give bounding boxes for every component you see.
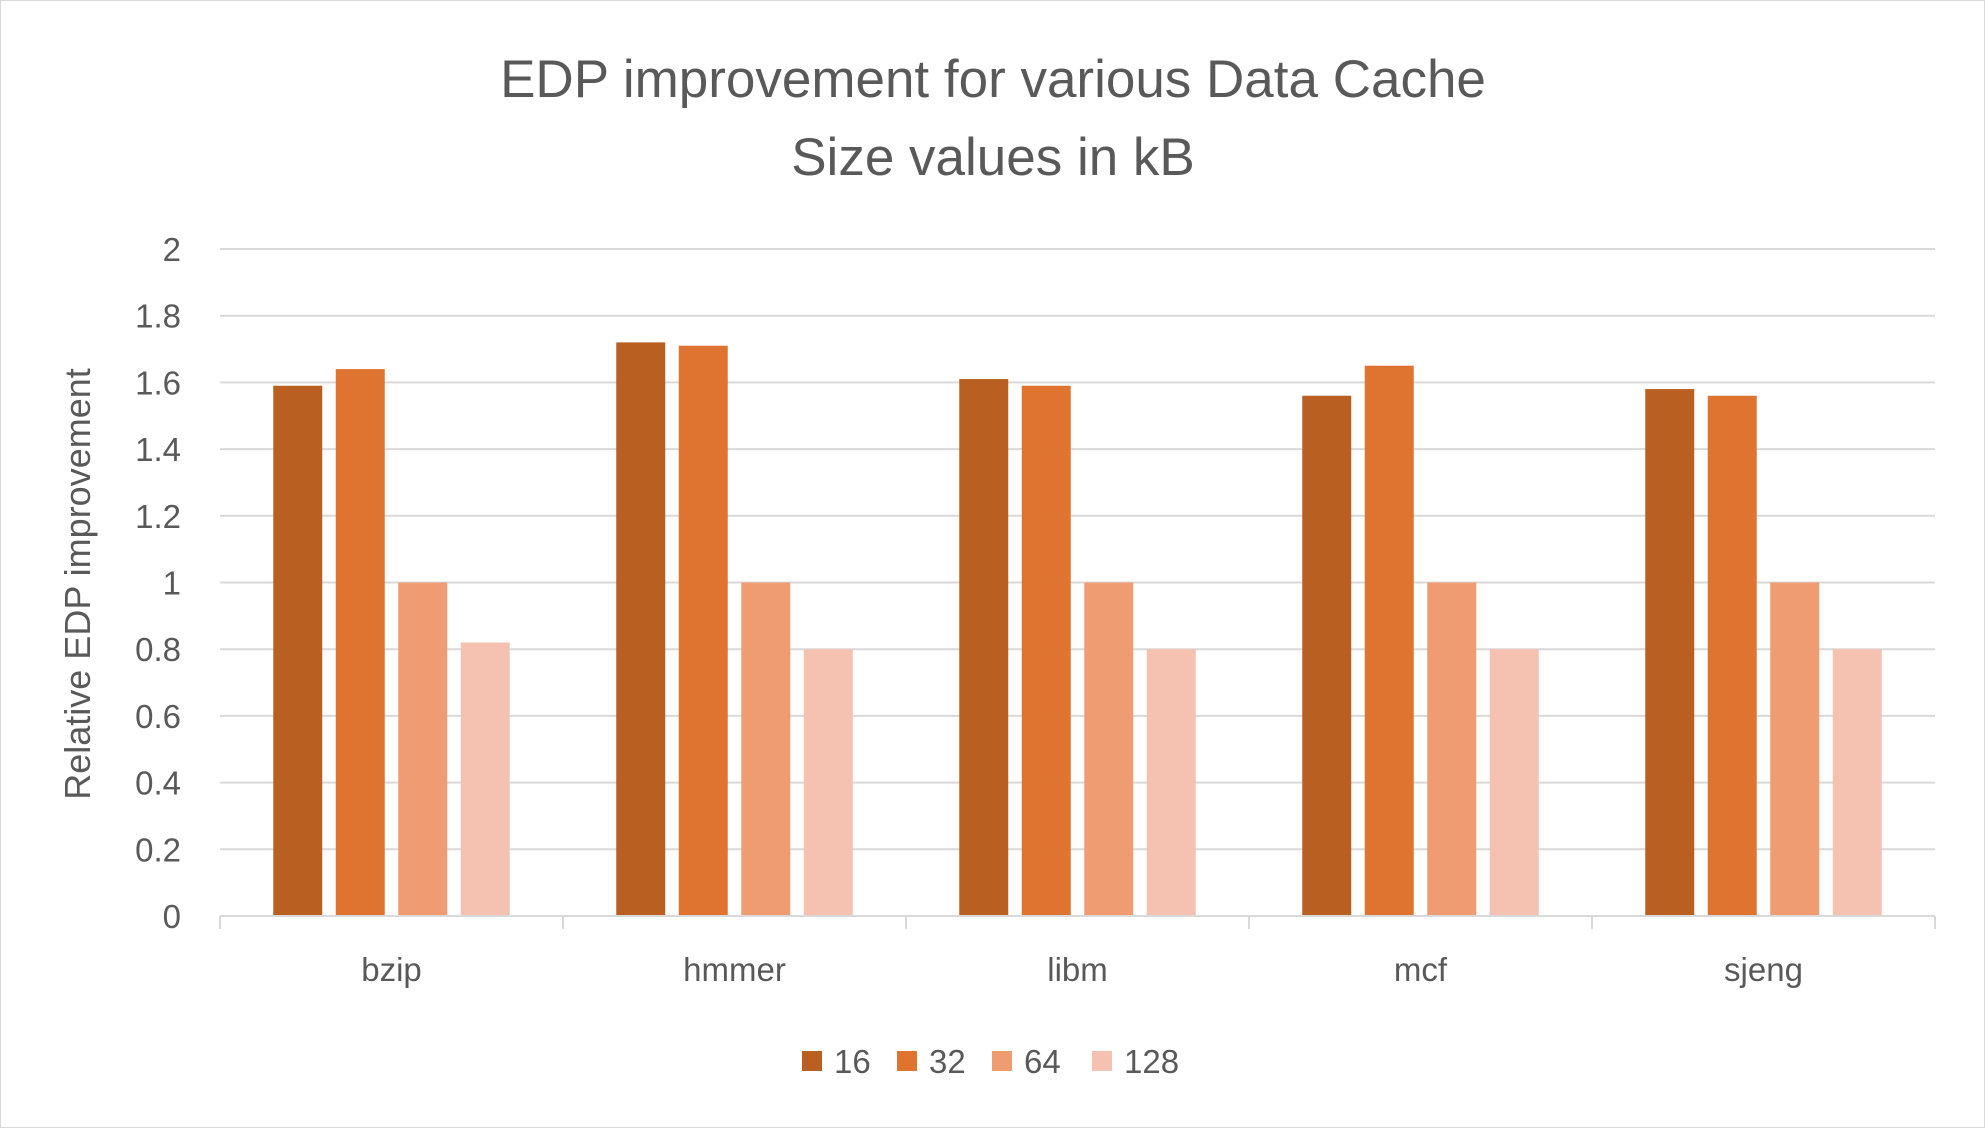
bar-hmmer-32 [678,345,728,917]
y-axis-title: Relative EDP improvement [57,368,98,800]
x-tick-label: sjeng [1724,951,1803,988]
bar-mcf-128 [1489,649,1539,916]
legend-label-16: 16 [834,1043,871,1080]
y-tick-label: 0.6 [135,698,181,735]
bar-libm-16 [959,379,1009,916]
y-tick-label: 0 [163,898,181,935]
bar-libm-64 [1084,582,1134,916]
bar-bzip-16 [273,385,323,916]
x-tick-label: hmmer [683,951,786,988]
y-tick-label: 1 [163,565,181,602]
y-tick-label: 1.2 [135,498,181,535]
legend-swatch-32 [897,1051,917,1071]
bar-libm-32 [1021,385,1071,916]
x-axis [219,915,1936,929]
bar-bzip-32 [335,369,385,916]
x-tick-label: libm [1047,951,1108,988]
bars [273,342,1882,917]
y-tick-label: 1.4 [135,431,181,468]
y-tick-label: 1.8 [135,298,181,335]
bar-libm-128 [1146,649,1196,916]
bar-mcf-64 [1427,582,1477,916]
bar-bzip-64 [398,582,448,916]
bar-hmmer-64 [741,582,791,916]
x-axis-ticks: bzip hmmer libm mcf sjeng [361,951,1803,988]
legend-label-64: 64 [1024,1043,1061,1080]
bar-sjeng-128 [1832,649,1882,916]
legend-swatch-16 [802,1051,822,1071]
legend-label-128: 128 [1124,1043,1179,1080]
x-tick-label: bzip [361,951,422,988]
bar-bzip-128 [460,642,510,916]
bar-hmmer-16 [616,342,666,916]
y-tick-label: 0.2 [135,831,181,868]
y-tick-label: 1.6 [135,364,181,401]
y-tick-label: 0.4 [135,765,181,802]
chart-title: EDP improvement for various Data Cache S… [500,50,1486,187]
bar-sjeng-32 [1707,395,1757,916]
legend: 16 32 64 128 [802,1043,1179,1080]
bar-mcf-32 [1364,365,1414,917]
legend-swatch-64 [992,1051,1012,1071]
y-tick-label: 2 [163,231,181,268]
y-axis-ticks: 0 0.2 0.4 0.6 0.8 1 1.2 1.4 1.6 1.8 2 [135,231,181,935]
chart-title-line-1: EDP improvement for various Data Cache [500,50,1486,109]
bar-hmmer-128 [803,649,853,916]
legend-swatch-128 [1092,1051,1112,1071]
bar-sjeng-64 [1770,582,1820,916]
x-tick-label: mcf [1394,951,1448,988]
legend-label-32: 32 [929,1043,966,1080]
chart-title-line-2: Size values in kB [791,128,1195,187]
bar-mcf-16 [1302,395,1352,916]
bar-sjeng-16 [1645,389,1695,916]
y-tick-label: 0.8 [135,631,181,668]
